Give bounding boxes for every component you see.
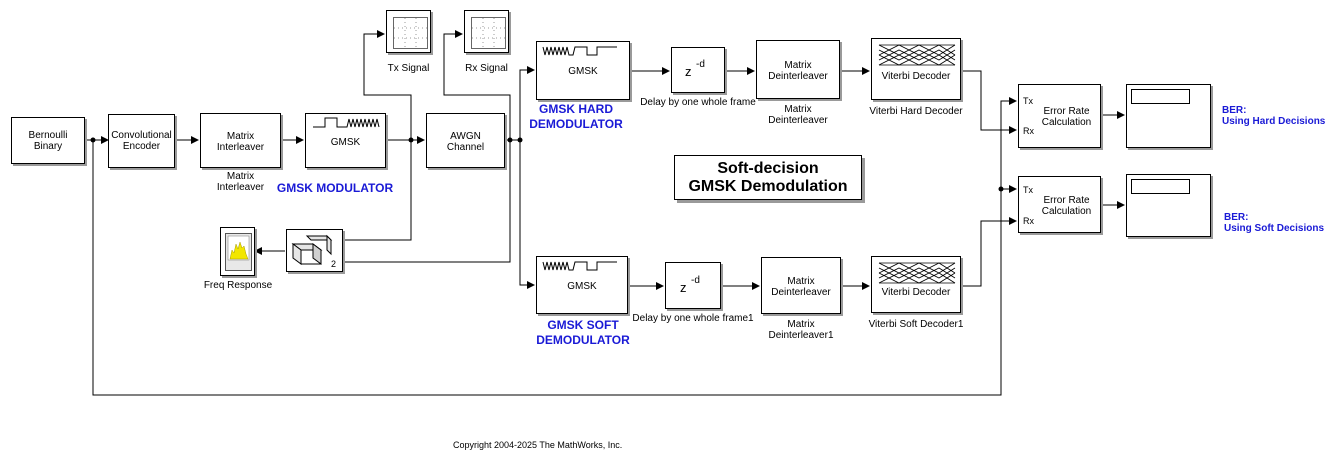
delay-hard-label: Delay by one whole frame bbox=[640, 97, 756, 108]
rx-port-label: Rx bbox=[1023, 126, 1034, 136]
matrix-concatenate-block[interactable]: 2 bbox=[286, 229, 343, 272]
gmsk-modulator-annotation: GMSK MODULATOR bbox=[276, 181, 394, 195]
matrix-interleaver-text: Matrix Interleaver bbox=[216, 131, 265, 153]
bernoulli-binary-block[interactable]: Bernoulli Binary bbox=[11, 117, 85, 164]
deinterleaver-hard-label: Matrix Deinterleaver bbox=[768, 104, 828, 126]
gmsk-soft-demodulator-block[interactable]: GMSK bbox=[536, 256, 628, 314]
gmsk-hard-demodulator-block[interactable]: GMSK bbox=[536, 41, 630, 100]
awgn-channel-text: AWGN Channel bbox=[446, 131, 485, 153]
gmsk-soft-text: GMSK bbox=[567, 281, 597, 292]
trellis-icon bbox=[878, 262, 956, 284]
scope-screen-icon bbox=[471, 17, 506, 49]
matrix-interleaver-label: Matrix Interleaver bbox=[216, 171, 265, 193]
ber-hard-display-block[interactable] bbox=[1126, 84, 1211, 148]
copyright-text: Copyright 2004-2025 The MathWorks, Inc. bbox=[453, 440, 623, 450]
deinterleaver-soft-text: Matrix Deinterleaver bbox=[771, 276, 831, 298]
ber-soft-annotation: BER: Using Soft Decisions bbox=[1224, 212, 1325, 234]
tx-port-label: Tx bbox=[1023, 185, 1033, 195]
freq-response-scope[interactable] bbox=[220, 227, 255, 276]
gmsk-modulator-block[interactable]: GMSK bbox=[305, 113, 386, 168]
delay-hard-block[interactable]: z -d bbox=[671, 47, 725, 93]
modulated-waveform-icon bbox=[313, 117, 380, 128]
demodulator-waveform-icon bbox=[542, 46, 617, 56]
delay-z-text: z bbox=[680, 280, 687, 295]
ber-soft-display-block[interactable] bbox=[1126, 174, 1211, 237]
concat-port-label: 2 bbox=[331, 259, 337, 269]
model-title-text: Soft-decision GMSK Demodulation bbox=[688, 160, 848, 195]
viterbi-hard-label: Viterbi Hard Decoder bbox=[869, 106, 963, 117]
tx-signal-scope[interactable] bbox=[386, 10, 431, 53]
gmsk-hard-demodulator-annotation: GMSK HARD DEMODULATOR bbox=[529, 102, 623, 131]
delay-exponent-text: -d bbox=[691, 275, 700, 286]
deinterleaver-soft-label: Matrix Deinterleaver1 bbox=[768, 319, 834, 341]
error-rate-hard-text: Error Rate Calculation bbox=[1041, 106, 1092, 128]
awgn-channel-block[interactable]: AWGN Channel bbox=[426, 113, 505, 168]
viterbi-soft-text: Viterbi Decoder bbox=[881, 287, 951, 298]
viterbi-soft-label: Viterbi Soft Decoder1 bbox=[868, 319, 964, 330]
gmsk-soft-demodulator-annotation: GMSK SOFT DEMODULATOR bbox=[536, 318, 630, 347]
trellis-icon bbox=[878, 44, 956, 66]
error-rate-soft-text: Error Rate Calculation bbox=[1041, 195, 1092, 217]
model-title-annotation: Soft-decision GMSK Demodulation bbox=[674, 155, 862, 200]
cube-stack-icon bbox=[291, 234, 333, 265]
demodulator-waveform-icon bbox=[542, 261, 617, 271]
rx-signal-label: Rx Signal bbox=[465, 63, 508, 74]
viterbi-hard-decoder-block[interactable]: Viterbi Decoder bbox=[871, 38, 961, 100]
deinterleaver-hard-text: Matrix Deinterleaver bbox=[768, 60, 828, 82]
viterbi-soft-decoder-block[interactable]: Viterbi Decoder bbox=[871, 256, 961, 313]
freq-response-label: Freq Response bbox=[203, 280, 273, 291]
delay-z-text: z bbox=[685, 64, 692, 79]
ber-hard-annotation: BER: Using Hard Decisions bbox=[1222, 105, 1326, 127]
display-readout bbox=[1131, 179, 1190, 194]
matrix-deinterleaver-hard-block[interactable]: Matrix Deinterleaver bbox=[756, 40, 840, 99]
convolutional-encoder-text: Convolutional Encoder bbox=[111, 130, 172, 152]
rx-signal-scope[interactable] bbox=[464, 10, 509, 53]
scope-screen-icon bbox=[393, 17, 428, 49]
error-rate-hard-block[interactable]: Tx Rx Error Rate Calculation bbox=[1018, 84, 1101, 148]
tx-signal-label: Tx Signal bbox=[387, 63, 430, 74]
viterbi-hard-text: Viterbi Decoder bbox=[881, 71, 951, 82]
matrix-interleaver-block[interactable]: Matrix Interleaver bbox=[200, 113, 281, 168]
display-readout bbox=[1131, 89, 1190, 104]
matrix-deinterleaver-soft-block[interactable]: Matrix Deinterleaver bbox=[761, 257, 841, 314]
convolutional-encoder-block[interactable]: Convolutional Encoder bbox=[108, 114, 175, 168]
gmsk-modulator-text: GMSK bbox=[330, 137, 361, 148]
tx-port-label: Tx bbox=[1023, 96, 1033, 106]
gmsk-hard-text: GMSK bbox=[568, 66, 598, 77]
error-rate-soft-block[interactable]: Tx Rx Error Rate Calculation bbox=[1018, 176, 1101, 233]
delay-soft-block[interactable]: z -d bbox=[665, 262, 721, 309]
delay-soft-label: Delay by one whole frame1 bbox=[632, 313, 754, 324]
delay-exponent-text: -d bbox=[696, 59, 705, 70]
bernoulli-binary-text: Bernoulli Binary bbox=[28, 130, 68, 152]
rx-port-label: Rx bbox=[1023, 216, 1034, 226]
spectrum-display-icon bbox=[225, 233, 252, 271]
